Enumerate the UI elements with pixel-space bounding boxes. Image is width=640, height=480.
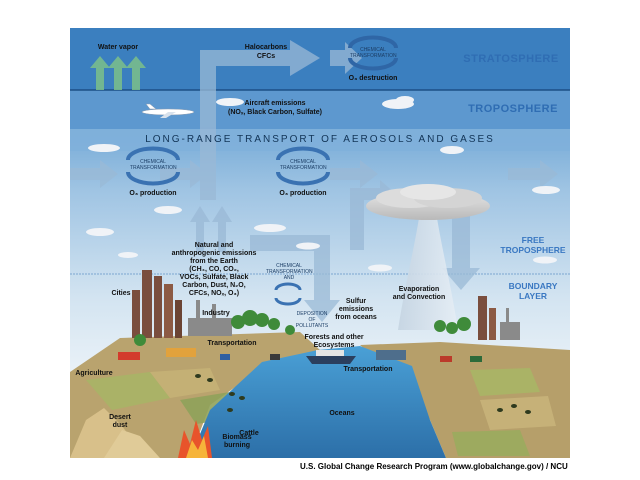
- vehicles: [118, 348, 482, 362]
- ocean: [190, 346, 446, 458]
- evaporation-label: Evaporation and Convection: [384, 286, 454, 302]
- deposition-line2: OF: [308, 317, 316, 323]
- natural-emissions-line: Natural and: [194, 242, 234, 249]
- chem-cycle-mid: [276, 146, 330, 186]
- chem-transform-mid-line2: TRANSFORMATION: [280, 165, 327, 171]
- chem-transform-mid-line1: CHEMICAL: [290, 159, 316, 165]
- sulfur-emissions-label: Sulfur emissions from oceans: [326, 298, 386, 322]
- desert-dust-label: Desert dust: [100, 414, 140, 430]
- aircraft: [141, 103, 195, 118]
- chem-transform-strat-line2: TRANSFORMATION: [350, 53, 397, 59]
- oceans-label: Oceans: [329, 410, 355, 417]
- natural-emissions-line: CFCs, NOₓ, O₃): [188, 290, 240, 298]
- biomass-burning-label: Biomass burning: [214, 434, 260, 450]
- halocarbons-label: Halocarbons: [244, 44, 288, 51]
- free-troposphere-label-line1: FREE: [521, 235, 545, 245]
- troposphere-label: TROPOSPHERE: [468, 103, 558, 115]
- stratosphere-band: [70, 28, 570, 90]
- chem-transform-left-line1: CHEMICAL: [140, 159, 166, 165]
- chem-cycle-stratosphere: [348, 35, 398, 71]
- boundary-layer-label-line2: LAYER: [518, 291, 548, 301]
- forest: [134, 310, 471, 346]
- forests-line: Ecosystems: [313, 342, 355, 350]
- deposition-line3: POLLUTANTS: [295, 323, 329, 329]
- chem-transform-left-line2: TRANSFORMATION: [130, 165, 177, 171]
- transportation-right-label: Transportation: [343, 366, 393, 373]
- desert-line: Desert: [109, 414, 131, 421]
- natural-emissions-label: Natural and anthropogenic emissions from…: [164, 242, 264, 298]
- o3-production-mid-label: O₃ production: [279, 190, 327, 197]
- chem-cycle-left: [126, 146, 180, 186]
- agriculture-label: Agriculture: [75, 370, 113, 377]
- natural-emissions-line: from the Earth: [190, 258, 238, 266]
- chem-transform-strat-line1: CHEMICAL: [360, 47, 386, 53]
- deposition-line1: DEPOSITION: [296, 311, 328, 317]
- transport-band: [70, 129, 570, 151]
- sulfur-line: from oceans: [335, 314, 377, 322]
- natural-emissions-line: VOCs, Sulfate, Black: [179, 274, 249, 282]
- city-skyline: [132, 270, 496, 340]
- convection-cloud: [366, 184, 490, 330]
- biomass-fire: [178, 420, 212, 458]
- chem-and-line3: AND: [283, 275, 295, 281]
- forests-line: Forests and other: [304, 334, 364, 341]
- evaporation-line: and Convection: [392, 294, 446, 302]
- biomass-line: Biomass: [222, 434, 252, 441]
- sulfur-line: emissions: [338, 306, 374, 314]
- credit-line: U.S. Global Change Research Program (www…: [300, 462, 568, 471]
- cfcs-label: CFCs: [256, 53, 276, 60]
- long-range-transport-label: LONG-RANGE TRANSPORT OF AEROSOLS AND GAS…: [145, 134, 495, 145]
- natural-emissions-line: anthropogenic emissions: [171, 250, 257, 258]
- cattle-label: Cattle: [239, 430, 259, 437]
- o3-destruction-label: O₃ destruction: [348, 75, 398, 82]
- forests-label: Forests and other Ecosystems: [296, 334, 372, 350]
- industry-label: Industry: [202, 310, 230, 317]
- cattle: [195, 374, 531, 414]
- aircraft-emissions-label: Aircraft emissions: [244, 100, 306, 107]
- aircraft-species-label: (NOₓ, Black Carbon, Sulfate): [228, 109, 322, 116]
- transport-arrows: [70, 40, 558, 322]
- natural-emissions-line: (CH₄, CO, CO₂,: [189, 266, 239, 274]
- stratosphere-label: STRATOSPHERE: [463, 53, 559, 65]
- water-vapor-label: Water vapor: [97, 44, 139, 51]
- evaporation-line: Evaporation: [398, 286, 440, 293]
- sulfur-line: Sulfur: [345, 298, 367, 305]
- ship: [306, 350, 356, 364]
- desert-line: dust: [112, 422, 128, 430]
- chem-cycle-small: [274, 282, 302, 306]
- transportation-left-label: Transportation: [207, 340, 257, 347]
- chem-and-line1: CHEMICAL: [276, 263, 302, 269]
- natural-emissions-line: Carbon, Dust, N₂O,: [182, 282, 246, 290]
- biomass-line: burning: [223, 442, 251, 450]
- chem-and-line2: TRANSFORMATION: [266, 269, 313, 275]
- clouds: [86, 96, 560, 272]
- free-troposphere-label-line2: TROPOSPHERE: [500, 245, 566, 255]
- cities-label: Cities: [111, 290, 131, 297]
- o3-production-left-label: O₃ production: [129, 190, 177, 197]
- water-vapor-arrows: [90, 56, 146, 90]
- industry: [188, 300, 520, 340]
- boundary-layer-label-line1: BOUNDARY: [508, 281, 558, 291]
